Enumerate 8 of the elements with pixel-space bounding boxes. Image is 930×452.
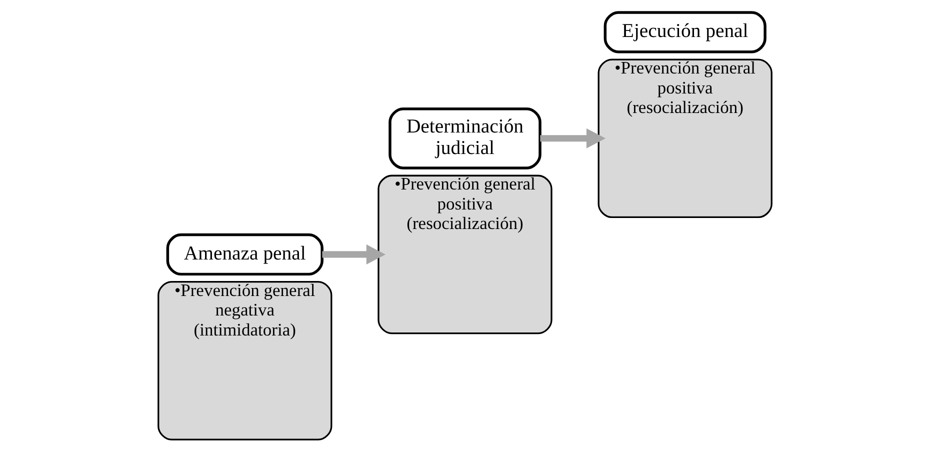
arrow: [322, 244, 386, 264]
node-box: •Prevención general positiva (resocialización): [378, 174, 552, 334]
node-box: Amenaza penal: [166, 233, 324, 276]
node-box: •Prevención general positiva (resocialización): [598, 58, 772, 218]
node-box: Ejecución penal: [604, 11, 766, 54]
node-box: Determinación judicial: [388, 107, 542, 170]
node-box: •Prevención general negativa (intimidatoria): [158, 281, 332, 440]
arrow: [540, 128, 606, 148]
